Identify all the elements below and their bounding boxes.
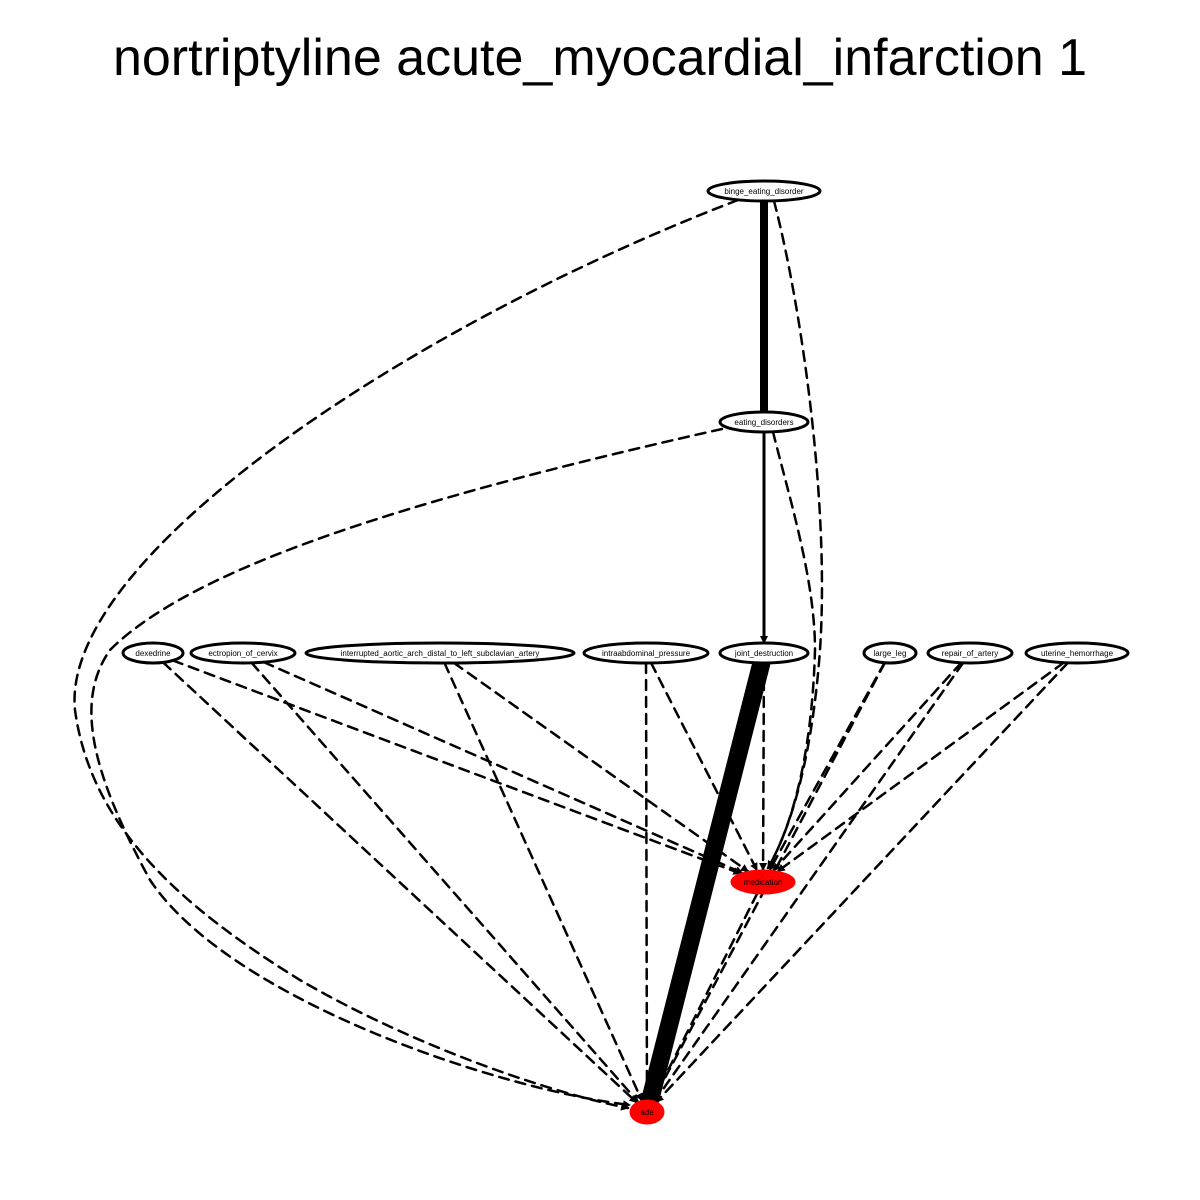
- node-label-uterine_hemorrhage: uterine_hemorrhage: [1041, 649, 1114, 658]
- edge-interrupted_aortic_arch-to-medication: [452, 661, 750, 873]
- edge-interrupted_aortic_arch-to-ade: [443, 661, 644, 1102]
- node-label-large_leg: large_leg: [874, 649, 907, 658]
- node-label-repair_of_artery: repair_of_artery: [942, 649, 998, 658]
- edge-repair_of_artery-to-medication: [772, 661, 963, 872]
- edge-joint_destruction-to-ade: [641, 653, 771, 1110]
- edge-ectropion_of_cervix-to-medication: [262, 660, 744, 875]
- node-shape-ectropion_of_cervix: [189, 641, 297, 665]
- node-shape-binge_eating_disorder: [706, 179, 822, 203]
- edge-dexedrine-to-medication: [171, 659, 742, 875]
- node-shape-uterine_hemorrhage: [1024, 641, 1130, 665]
- node-shape-eating_disorders: [718, 410, 810, 434]
- node-shape-repair_of_artery: [926, 641, 1014, 665]
- edge-dexedrine-to-ade: [161, 661, 638, 1104]
- nodes-layer: binge_eating_disorder eating_disordersdex…: [121, 179, 1130, 1125]
- edge-uterine_hemorrhage-to-medication: [776, 661, 1066, 873]
- node-interrupted_aortic_arch: interrupted_aortic_arch_distal_to_left_s…: [304, 641, 576, 665]
- edge-ectropion_of_cervix-to-ade: [250, 661, 640, 1104]
- node-label-ade: ade: [640, 1108, 654, 1117]
- edge-eating_disorders-to-medication: [766, 430, 817, 870]
- node-shape-ade: [629, 1099, 665, 1125]
- edge-uterine_hemorrhage-to-ade: [655, 661, 1070, 1104]
- node-label-dexedrine: dexedrine: [135, 649, 171, 658]
- edge-large_leg-to-medication: [768, 661, 886, 872]
- edge-binge_eating_disorder-to-medication: [766, 199, 824, 870]
- node-shape-large_leg: [862, 641, 918, 665]
- node-label-joint_destruction: joint_destruction: [734, 649, 793, 658]
- edge-intraabdominal_pressure-to-ade: [642, 661, 651, 1102]
- node-shape-interrupted_aortic_arch: [304, 641, 576, 665]
- edge-repair_of_artery-to-ade: [653, 661, 965, 1103]
- node-label-intraabdominal_pressure: intraabdominal_pressure: [602, 649, 691, 658]
- node-shape-medication: [730, 869, 796, 895]
- node-uterine_hemorrhage: uterine_hemorrhage: [1024, 641, 1130, 665]
- node-dexedrine: dexedrine: [121, 641, 185, 665]
- edge-joint_destruction-to-medication: [759, 661, 768, 872]
- node-medication: medication: [730, 869, 796, 895]
- node-intraabdominal_pressure: intraabdominal_pressure: [582, 641, 710, 665]
- edge-intraabdominal_pressure-to-medication: [649, 661, 759, 872]
- node-label-interrupted_aortic_arch: interrupted_aortic_arch_distal_to_left_s…: [341, 649, 540, 658]
- node-ectropion_of_cervix: ectropion_of_cervix: [189, 641, 297, 665]
- edge-eating_disorders-to-ade: [90, 427, 724, 1109]
- node-eating_disorders: eating_disorders: [718, 410, 810, 434]
- node-repair_of_artery: repair_of_artery: [926, 641, 1014, 665]
- node-shape-joint_destruction: [718, 641, 810, 665]
- node-label-eating_disorders: eating_disorders: [734, 418, 793, 427]
- node-joint_destruction: joint_destruction: [718, 641, 810, 665]
- edge-medication-to-ade: [651, 892, 759, 1102]
- edges-layer: [73, 197, 1070, 1111]
- node-shape-intraabdominal_pressure: [582, 641, 710, 665]
- node-large_leg: large_leg: [862, 641, 918, 665]
- node-shape-dexedrine: [121, 641, 185, 665]
- node-ade: ade: [629, 1099, 665, 1125]
- node-binge_eating_disorder: binge_eating_disorder: [706, 179, 822, 203]
- node-label-medication: medication: [744, 878, 783, 887]
- node-label-ectropion_of_cervix: ectropion_of_cervix: [208, 649, 277, 658]
- diagram-title: nortriptyline acute_myocardial_infarctio…: [112, 29, 1088, 87]
- node-label-binge_eating_disorder: binge_eating_disorder: [724, 187, 804, 196]
